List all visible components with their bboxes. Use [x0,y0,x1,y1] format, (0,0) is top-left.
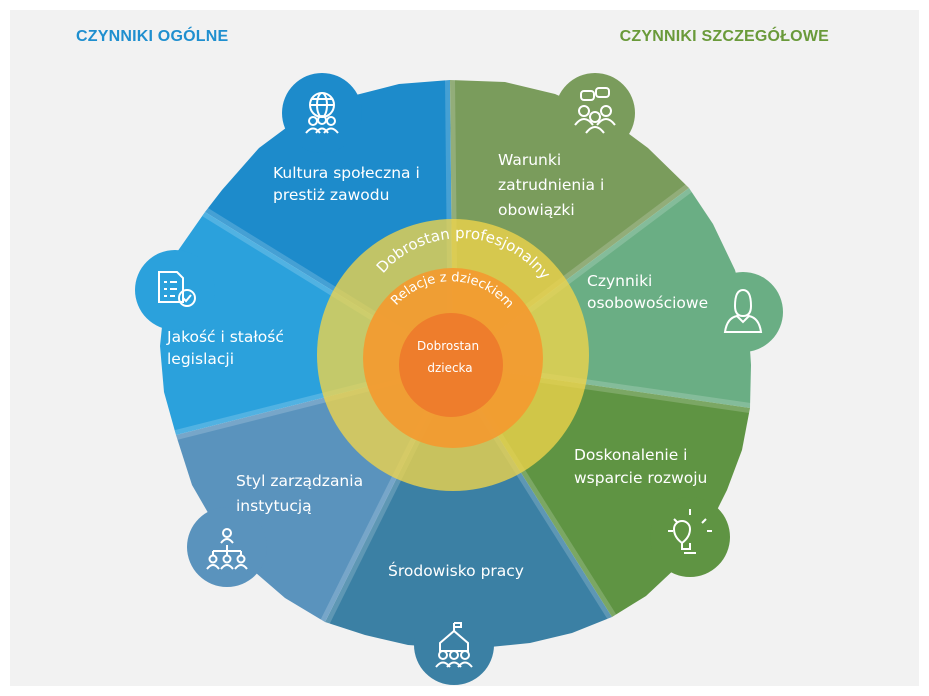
label-personality: Czynniki osobowościowe [587,272,708,312]
specific-factors-header: CZYNNIKI SZCZEGÓŁOWE [619,28,829,45]
label-employment: Warunki zatrudnienia i obowiązki [498,151,609,219]
label-development: Doskonalenie i wsparcie rozwoju [574,446,707,487]
globe-people-icon [282,73,362,153]
lightbulb-icon [650,497,730,577]
label-legislation: Jakość i stałość legislacji [166,328,289,368]
person-icon [703,272,783,352]
school-people-icon [414,605,494,685]
child-wellbeing-core [399,313,503,417]
label-culture: Kultura społeczna i prestiż zawodu [273,164,425,204]
label-management: Styl zarządzania instytucją [236,472,368,515]
child-wellbeing-label: Dobrostan dziecka [417,339,483,375]
org-chart-icon [187,507,267,587]
discussion-group-icon [555,73,635,153]
label-workplace: Środowisko pracy [388,561,524,580]
document-check-icon [135,250,215,330]
general-factors-header: CZYNNIKI OGÓLNE [76,28,229,45]
segment-workplace [325,365,612,648]
